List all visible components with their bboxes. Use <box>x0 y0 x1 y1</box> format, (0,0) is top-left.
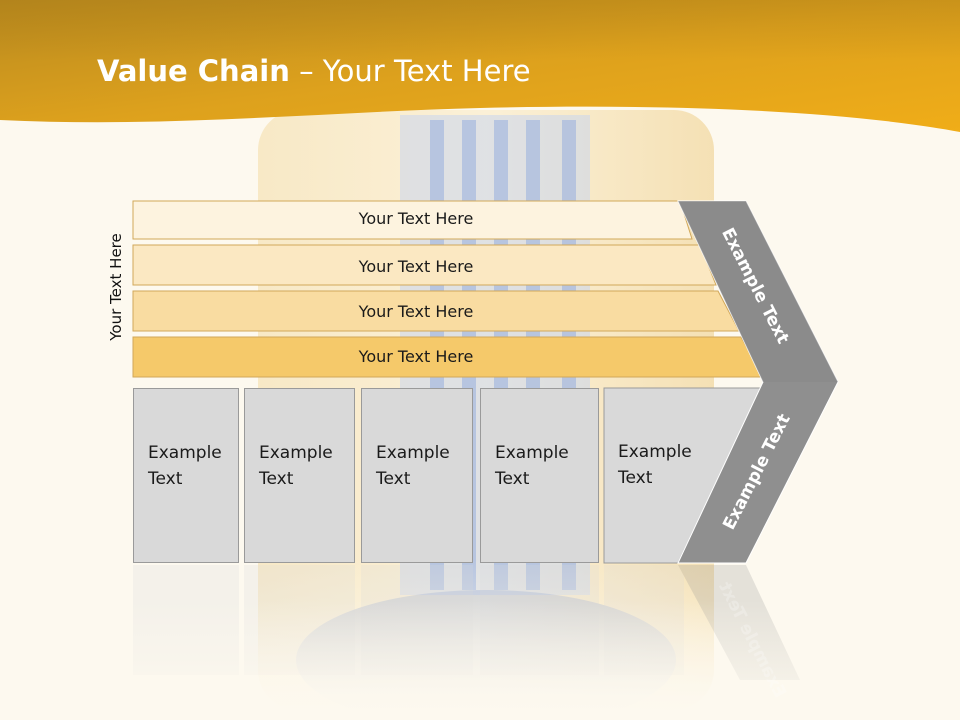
box-3-line-1: Example <box>376 443 450 463</box>
box-text-4: Example Text <box>495 440 569 492</box>
value-box-4: Example Text <box>480 388 599 563</box>
box-3-line-2: Text <box>376 469 411 489</box>
box-text-1: Example Text <box>148 440 222 492</box>
title-rest: – Your Text Here <box>289 54 531 88</box>
box-4-line-2: Text <box>495 469 530 489</box>
bar-label-2: Your Text Here <box>358 257 474 276</box>
bar-shape-1 <box>132 200 693 240</box>
box-1-line-1: Example <box>148 443 222 463</box>
title-bold: Value Chain <box>97 54 290 88</box>
bar-shape-2 <box>132 244 717 286</box>
box-4-line-1: Example <box>495 443 569 463</box>
box-1-line-2: Text <box>148 469 183 489</box>
bar-label-3: Your Text Here <box>358 302 474 321</box>
box-2-line-1: Example <box>259 443 333 463</box>
box-5-line-1: Example <box>618 442 692 462</box>
box-text-3: Example Text <box>376 440 450 492</box>
side-label: Your Text Here <box>107 233 125 341</box>
value-box-2: Example Text <box>244 388 355 563</box>
value-box-1: Example Text <box>133 388 239 563</box>
box-text-2: Example Text <box>259 440 333 492</box>
bar-label-1: Your Text Here <box>358 209 474 228</box>
value-box-5: Example Text <box>604 388 694 563</box>
box-text-5: Example Text <box>618 439 692 491</box>
slide-title: Value Chain – Your Text Here <box>97 54 531 88</box>
value-box-3: Example Text <box>361 388 473 563</box>
box-5-line-2: Text <box>618 468 653 488</box>
box-2-line-2: Text <box>259 469 294 489</box>
bar-label-4: Your Text Here <box>358 347 474 366</box>
